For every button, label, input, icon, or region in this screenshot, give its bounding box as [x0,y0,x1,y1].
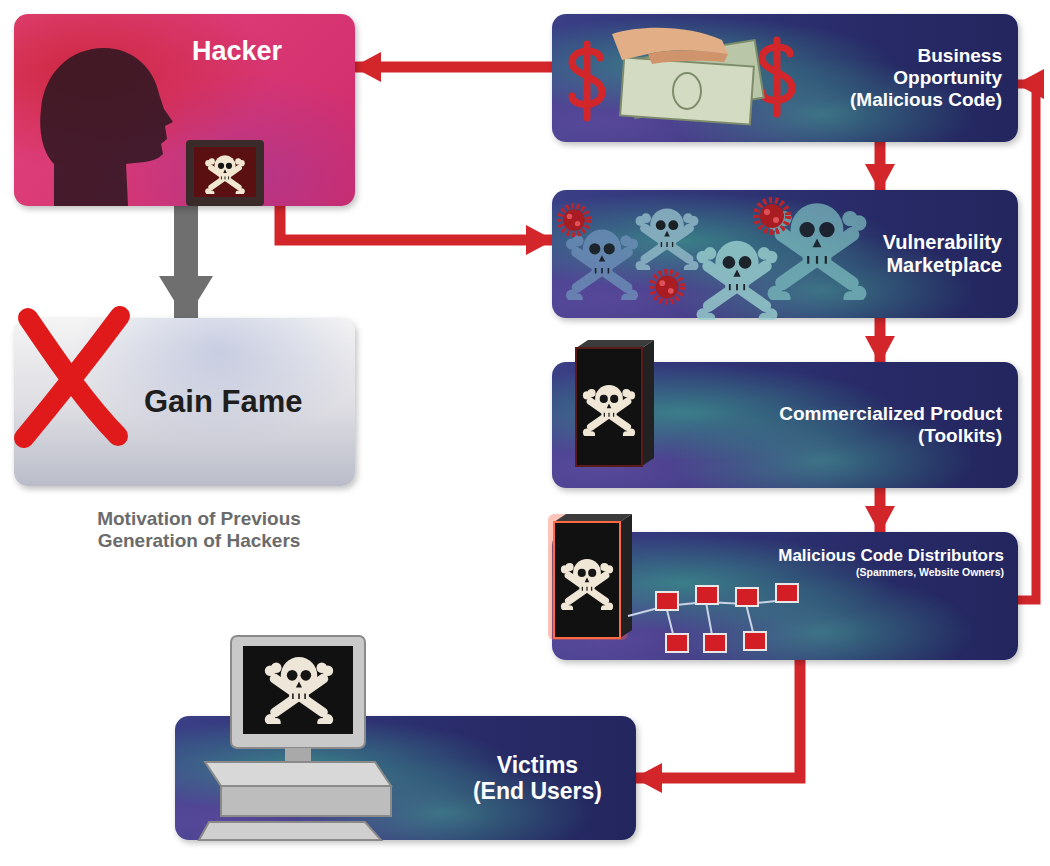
box-title: Vulnerability Marketplace [837,231,1002,277]
box-subtitle: (Malicious Code) [850,89,1002,111]
text-column: Vulnerability Marketplace [837,231,1002,277]
box-title: Business Opportunity [827,45,1002,89]
flow-arrow [875,488,886,532]
caption-text: Motivation of Previous Generation of Hac… [54,508,344,552]
text-column: Hacker [192,36,282,67]
text-column: Malicious Code Distributors(Spammers, We… [778,546,1004,578]
process-box: Business Opportunity(Malicious Code) [552,14,1018,142]
computer-illustration [195,636,395,846]
process-box: Hacker [14,14,355,206]
flow-arrow [875,142,886,190]
flow-arrow [355,62,552,73]
flow-arrow [875,318,886,362]
process-box: Commercialized Product(Toolkits) [552,362,1018,488]
toolkit-box [568,338,658,473]
distribution-network [546,506,826,666]
box-title: Victims [497,752,578,778]
process-box: Victims(End Users) [175,716,636,840]
text-column: Commercialized Product(Toolkits) [779,403,1002,447]
hacker-illustration [14,14,355,206]
box-title: Hacker [192,36,282,67]
box-title: Gain Fame [144,384,303,420]
flow-arrow [636,660,800,778]
process-box: Malicious Code Distributors(Spammers, We… [552,532,1018,660]
flow-arrow [280,206,552,240]
process-box: Gain FameMotivation of Previous Generati… [14,318,355,486]
cross-mark [14,306,134,446]
box-title: Commercialized Product [779,403,1002,425]
box-subtitle: (Toolkits) [918,425,1002,447]
box-subtitle: (Spammers, Website Owners) [856,566,1004,578]
box-title: Malicious Code Distributors [778,546,1004,566]
box-subtitle: (End Users) [473,778,602,804]
process-box: Vulnerability Marketplace [552,190,1018,318]
flow-arrow [1018,84,1036,600]
caption-block: Motivation of Previous Generation of Hac… [54,508,344,552]
text-column: Victims(End Users) [473,752,602,805]
text-column: Gain Fame [144,384,303,420]
text-column: Business Opportunity(Malicious Code) [827,45,1002,111]
flow-arrow [174,206,198,318]
